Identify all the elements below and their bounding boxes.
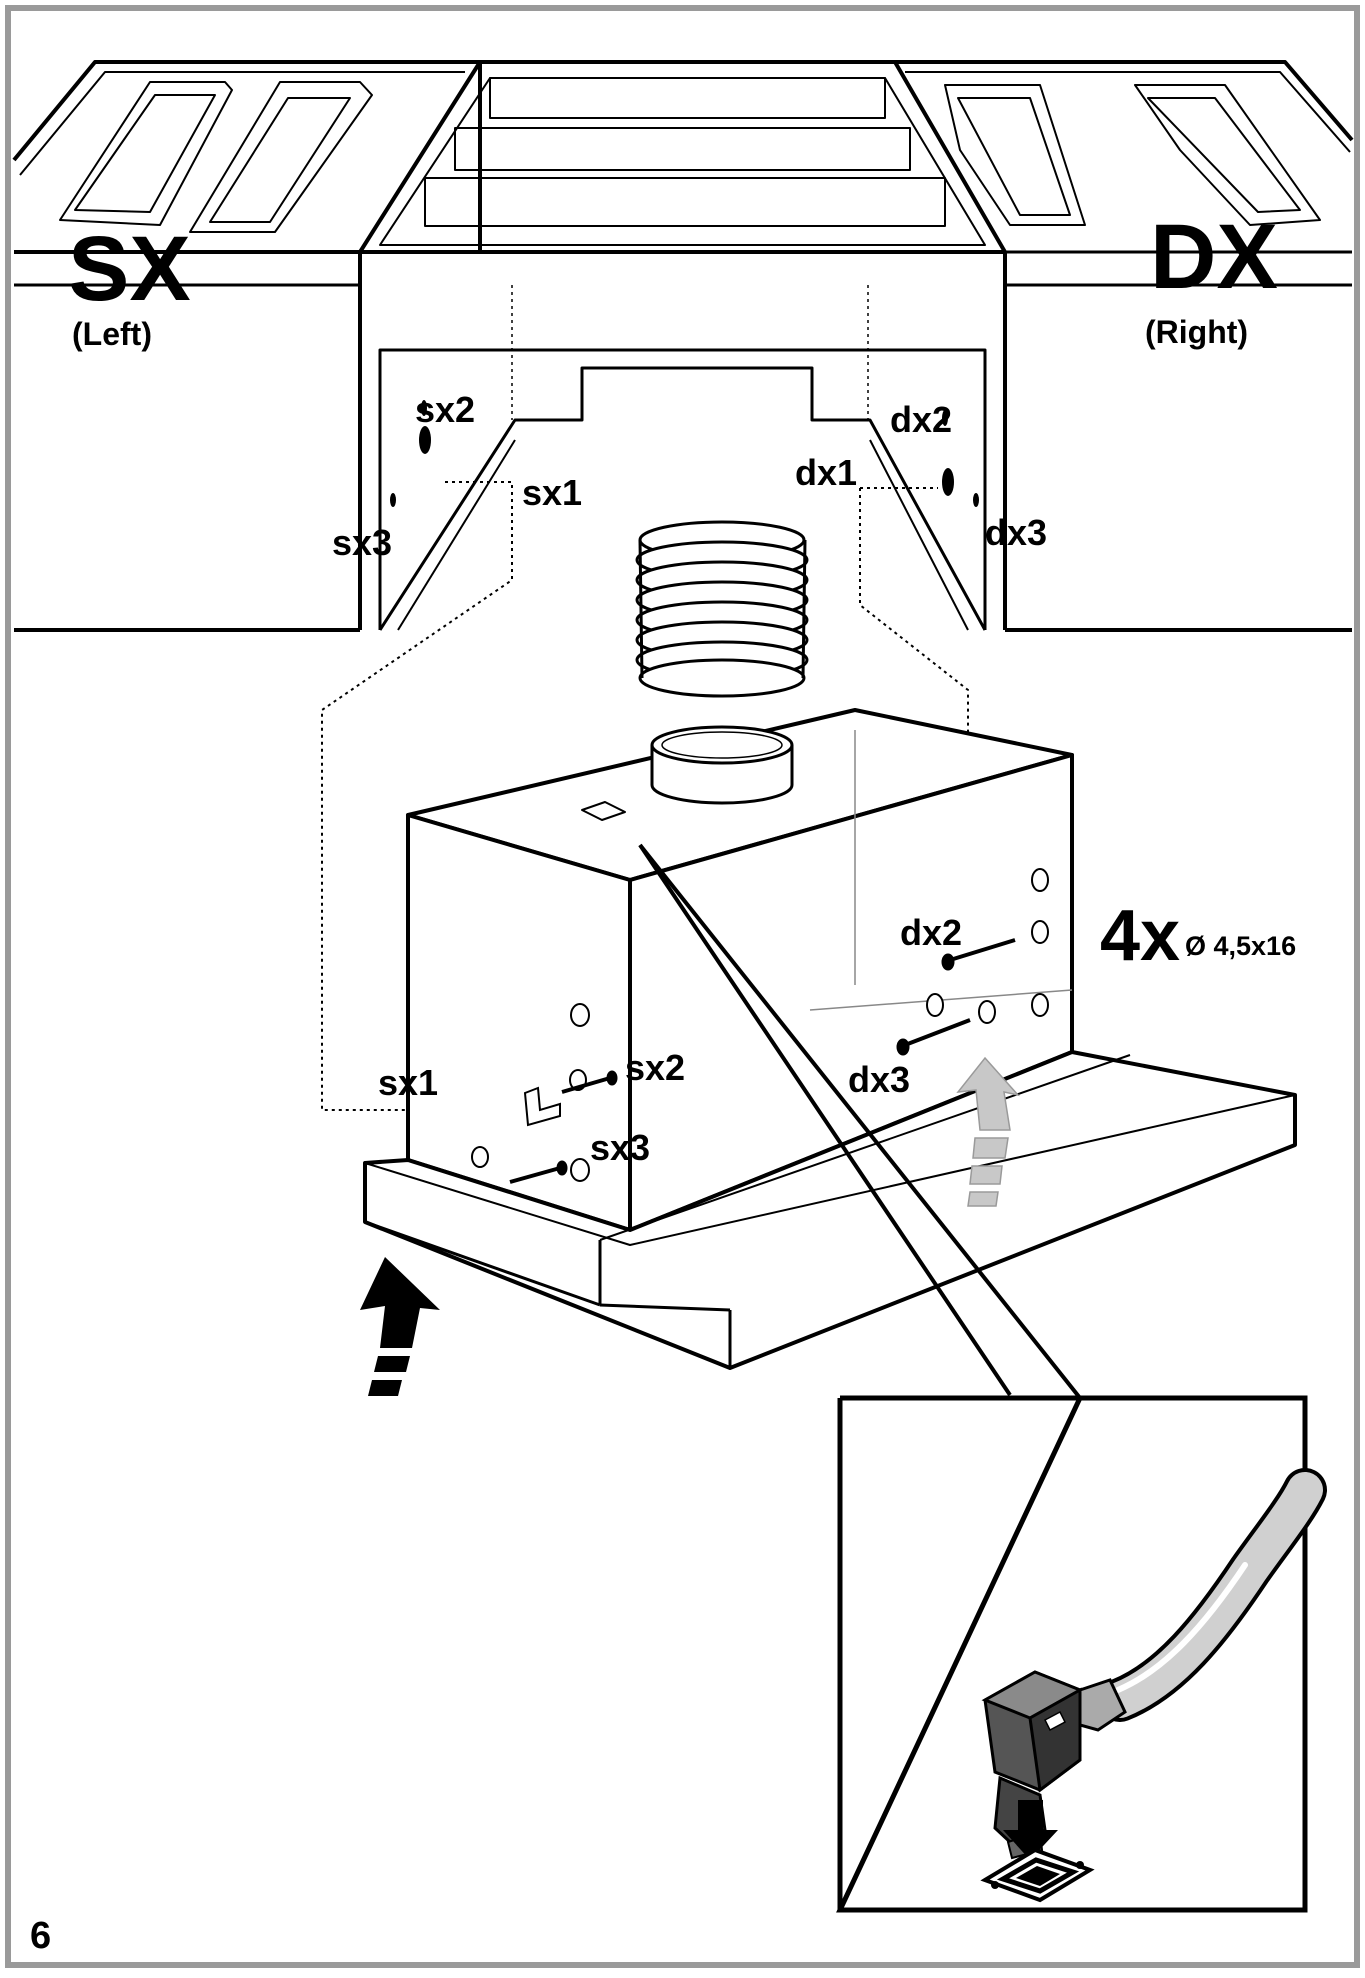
label-dx3-hood: dx3: [848, 1059, 910, 1100]
label-left: (Left): [72, 316, 152, 352]
hole-dx2: [942, 410, 948, 426]
power-plug-icon: [981, 1670, 1127, 1860]
screw-icon: [941, 938, 1016, 971]
label-dx2-top: dx2: [890, 399, 952, 440]
screw-icon: [561, 1070, 618, 1094]
leader-lines: [321, 481, 969, 1111]
cabinet: [12, 60, 1354, 632]
screw-size: Ø 4,5x16: [1185, 931, 1296, 961]
bracket-sx1: [523, 1086, 561, 1127]
label-dx2-hood: dx2: [900, 912, 962, 953]
label-sx3-hood: sx3: [590, 1127, 650, 1168]
hood: [363, 708, 1297, 1370]
hole-dx1: [942, 468, 954, 496]
label-dx1-top: dx1: [795, 452, 857, 493]
label-sx2-top: sx2: [415, 389, 475, 430]
zoom-pointer: [638, 843, 1082, 1400]
label-sx1-hood: sx1: [378, 1062, 438, 1103]
screw-icon: [896, 1018, 971, 1056]
socket-icon: [980, 1847, 1095, 1903]
hood-holes: [471, 868, 1049, 1182]
hole-sx2: [421, 400, 427, 416]
flex-duct: [635, 520, 809, 698]
hole-sx3: [390, 493, 396, 507]
up-arrow-icon: [360, 1257, 440, 1396]
page-border: [5, 5, 1360, 1968]
label-dx3-top: dx3: [985, 512, 1047, 553]
label-right: (Right): [1145, 314, 1248, 350]
label-sx2-hood: sx2: [625, 1047, 685, 1088]
screw-quantity: 4x: [1100, 896, 1180, 976]
label-sx1-top: sx1: [522, 472, 582, 513]
label-sx3-top: sx3: [332, 522, 392, 563]
screws: [509, 938, 1016, 1184]
page-number: 6: [30, 1915, 51, 1957]
cabinet-holes: [390, 400, 979, 507]
hole-dx3: [973, 493, 979, 507]
hole-sx1: [419, 426, 431, 454]
screw-icon: [509, 1160, 568, 1184]
label-sx: SX: [68, 218, 191, 320]
label-dx: DX: [1150, 206, 1278, 308]
up-arrow-icon: [956, 1056, 1021, 1207]
down-arrow-icon: [1003, 1800, 1058, 1860]
zoom-inset: [836, 1395, 1327, 1913]
